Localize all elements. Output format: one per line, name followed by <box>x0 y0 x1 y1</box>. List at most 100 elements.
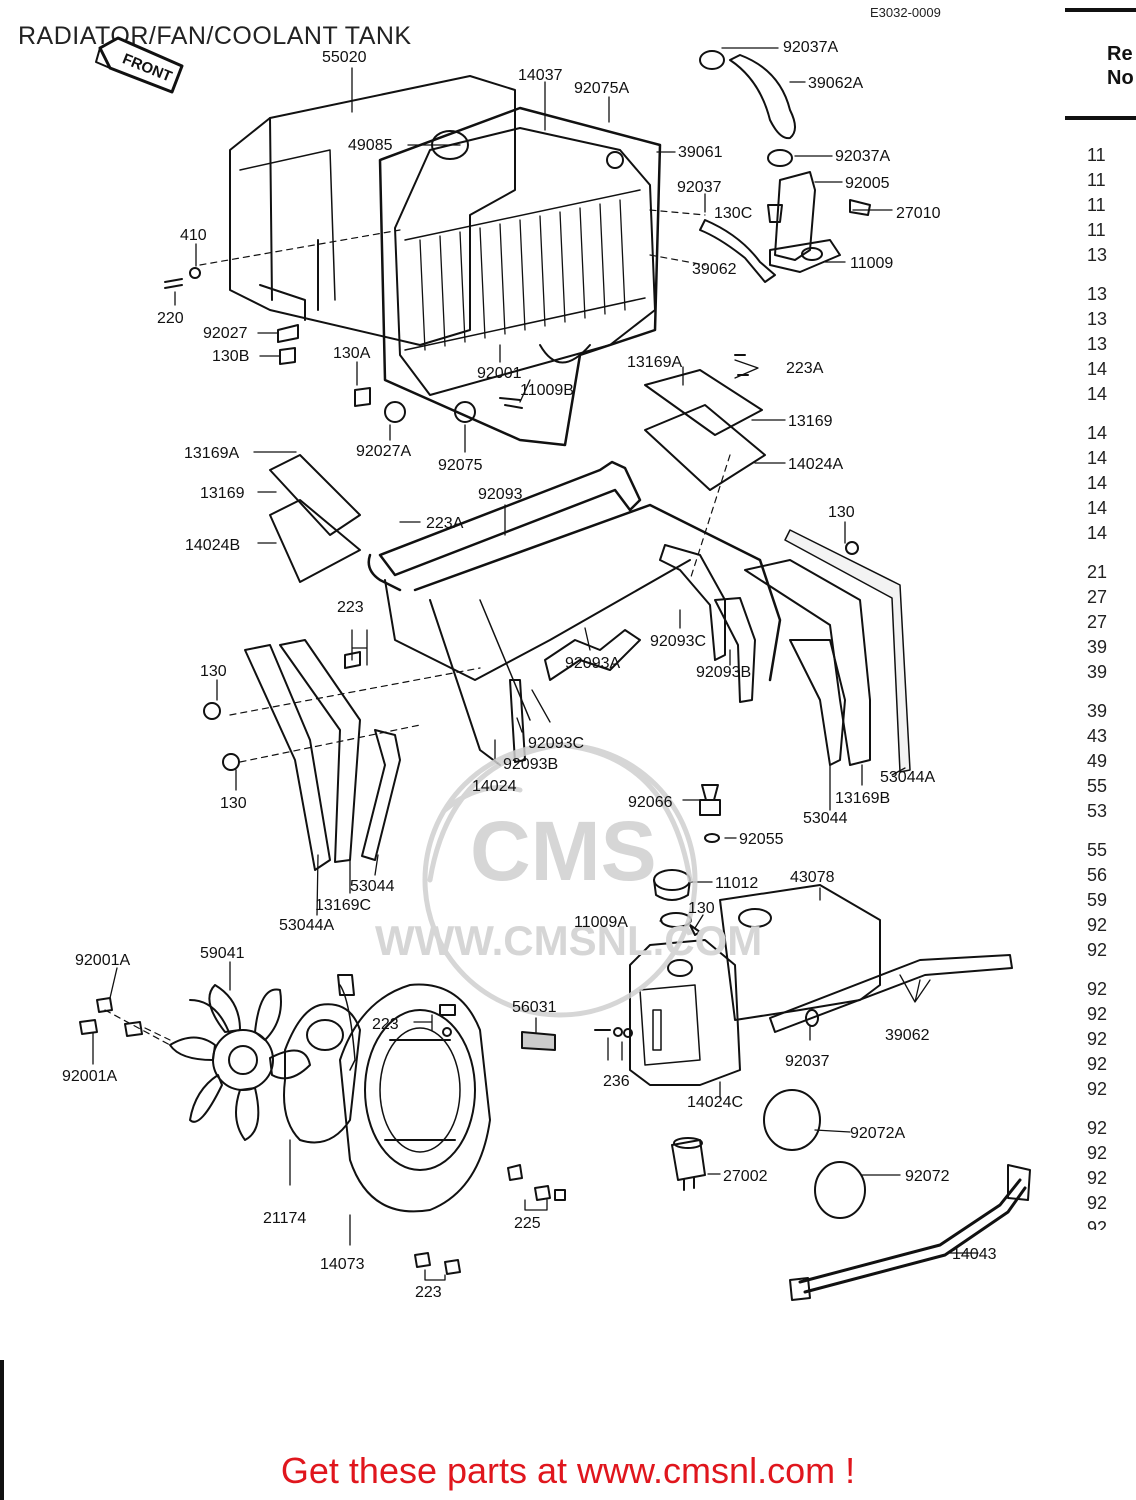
part-label-53044-left: 53044 <box>350 878 395 895</box>
part-label-27010: 27010 <box>896 205 941 222</box>
watermark-brand: CMS <box>470 804 657 898</box>
part-label-11009b: 11009B <box>520 382 574 399</box>
part-label-13169b: 13169B <box>835 790 890 807</box>
ref-number: 92 <box>1087 1193 1108 1213</box>
watermark-logo <box>422 742 698 1018</box>
part-label-130b: 130B <box>212 348 249 365</box>
caution-label <box>521 1031 556 1051</box>
ref-header: Re No <box>1107 42 1134 90</box>
part-label-13169-right: 13169 <box>788 413 833 430</box>
column-rule-top <box>1065 8 1136 12</box>
part-label-14024b: 14024B <box>185 537 240 554</box>
part-label-14024: 14024 <box>472 778 517 795</box>
fan-motor <box>283 974 361 1144</box>
ref-number: 92 <box>1087 1079 1108 1099</box>
part-label-92093c-right: 92093C <box>650 633 706 650</box>
part-label-49085: 49085 <box>348 137 393 154</box>
ref-number: 14 <box>1087 498 1108 518</box>
watermark-url: WWW.CMSNL.COM <box>375 917 762 964</box>
ref-number: 39 <box>1087 637 1108 657</box>
part-label-39061: 39061 <box>678 144 723 161</box>
ref-number: 53 <box>1087 801 1108 821</box>
screw-icon <box>594 1027 633 1038</box>
page-title: RADIATOR/FAN/COOLANT TANK <box>18 22 412 50</box>
part-label-92037-tank: 92037 <box>785 1053 830 1070</box>
ref-number: 55 <box>1087 776 1108 796</box>
ref-number: 11 <box>1087 170 1106 190</box>
coolant-tank <box>629 884 881 1086</box>
part-label-92093: 92093 <box>478 486 523 503</box>
part-label-39062-top: 39062 <box>692 261 737 278</box>
radiator-frame <box>378 106 662 447</box>
part-label-223a-left: 223A <box>426 515 464 532</box>
front-arrow-icon <box>95 36 184 94</box>
hose-clamp-icon <box>805 1009 819 1027</box>
part-label-13169a-right: 13169A <box>627 354 682 371</box>
ref-number: 11 <box>1087 220 1106 240</box>
ref-header-line-1: Re <box>1107 43 1133 65</box>
part-label-11009a: 11009A <box>574 914 628 931</box>
overflow-hose <box>769 954 1013 1033</box>
column-rule-header <box>1065 116 1136 120</box>
fan-shroud <box>339 983 491 1213</box>
part-label-13169a-left: 13169A <box>184 445 239 462</box>
ref-number: 13 <box>1087 309 1108 329</box>
bypass-hose <box>699 219 776 283</box>
ref-number: 14 <box>1087 473 1108 493</box>
part-label-130-tank: 130 <box>688 900 715 917</box>
upper-hose <box>699 50 796 167</box>
reference-lines <box>104 209 731 1046</box>
fan-relay <box>671 1137 706 1191</box>
part-label-92001a-bottom: 92001A <box>62 1068 117 1085</box>
hose-clamps <box>763 1089 866 1219</box>
part-label-92075: 92075 <box>438 457 483 474</box>
part-label-59041: 59041 <box>200 945 245 962</box>
ref-number: 14 <box>1087 359 1108 379</box>
fan-bolts <box>79 997 143 1037</box>
part-label-92072: 92072 <box>905 1168 950 1185</box>
ref-number: 59 <box>1087 890 1108 910</box>
part-label-56031: 56031 <box>512 999 557 1016</box>
ref-number: 55 <box>1087 840 1108 860</box>
part-label-92037a-mid: 92037A <box>835 148 890 165</box>
ref-number: 92 <box>1087 1004 1108 1024</box>
part-label-92066: 92066 <box>628 794 673 811</box>
part-label-92093b-right: 92093B <box>696 664 751 681</box>
part-label-11009: 11009 <box>850 255 893 272</box>
right-bracket <box>644 354 766 491</box>
diagram-code: E3032-0009 <box>870 5 941 20</box>
part-label-43078: 43078 <box>790 869 835 886</box>
part-label-13169c: 13169C <box>315 897 371 914</box>
ref-number: 92 <box>1087 1143 1108 1163</box>
part-label-92055: 92055 <box>739 831 784 848</box>
part-label-92075a: 92075A <box>574 80 629 97</box>
ref-number: 11 <box>1087 195 1106 215</box>
shroud-bolts <box>414 1004 566 1275</box>
ref-number: 49 <box>1087 751 1108 771</box>
part-label-39062a: 39062A <box>808 75 863 92</box>
part-label-14073: 14073 <box>320 1256 365 1273</box>
ref-number: 39 <box>1087 701 1108 721</box>
ref-number: 27 <box>1087 612 1108 632</box>
ref-number: 92 <box>1087 979 1108 999</box>
part-label-11012: 11012 <box>715 875 758 892</box>
temperature-sensor <box>699 784 721 843</box>
ref-number: 92 <box>1087 1218 1108 1230</box>
part-label-130-right: 130 <box>828 504 855 521</box>
part-label-130c: 130C <box>714 205 752 222</box>
ref-number: 92 <box>1087 1029 1108 1049</box>
ref-number: 92 <box>1087 1118 1108 1138</box>
part-label-53044-right: 53044 <box>803 810 848 827</box>
radiator-shroud <box>229 75 516 346</box>
part-label-223-fan: 223 <box>372 1016 399 1033</box>
part-label-13169-left: 13169 <box>200 485 245 502</box>
main-crossbar <box>367 460 782 682</box>
part-label-92072a: 92072A <box>850 1125 905 1142</box>
part-label-53044a-left: 53044A <box>279 917 334 934</box>
part-label-14043: 14043 <box>952 1246 997 1263</box>
footer-link-text[interactable]: Get these parts at www.cmsnl.com ! <box>280 1450 856 1491</box>
part-label-92037a-top: 92037A <box>783 39 838 56</box>
